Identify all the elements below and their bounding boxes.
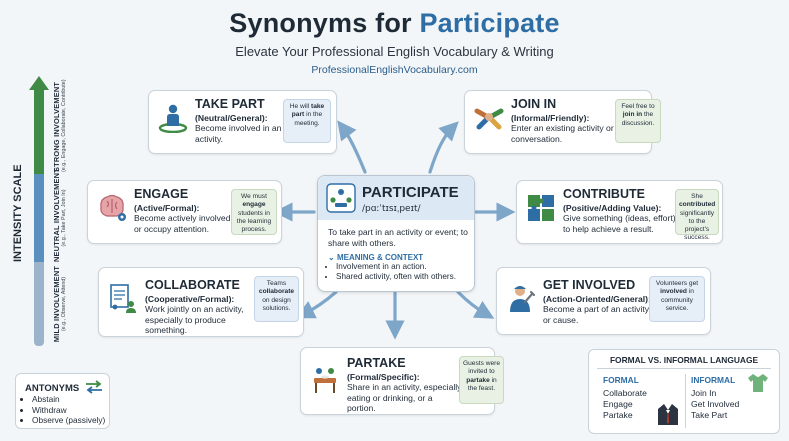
informal-item: Take Part: [691, 410, 728, 420]
take-part-register: (Neutral/General):: [195, 113, 268, 123]
contribute-heading: CONTRIBUTE: [563, 187, 645, 201]
suit-icon: [658, 404, 678, 425]
center-word: PARTICIPATE: [362, 184, 459, 201]
meaning-list: Involvement in an action. Shared activit…: [326, 262, 456, 282]
scale-arrow-icon: [29, 76, 49, 90]
informal-item: Get Involved: [691, 399, 740, 409]
card-contribute: CONTRIBUTE (Positive/Adding Value): Give…: [516, 180, 723, 244]
list-item: Involvement in an action.: [336, 262, 456, 272]
scale-mild-label: MILD INVOLVEMENT (e.g., Observe, Attend): [52, 265, 67, 343]
scale-neutral-segment: [34, 174, 44, 262]
scale-neutral-label: NEUTRAL INVOLVEMENT (e.g., Take Part, Jo…: [52, 168, 67, 262]
contribute-example: She contributed significantly to the pro…: [675, 189, 719, 241]
get-involved-heading: GET INVOLVED: [543, 278, 636, 292]
card-get-involved: GET INVOLVED (Action-Oriented/General): …: [496, 267, 711, 335]
page-title: Synonyms for Participate: [229, 8, 560, 38]
list-item: Abstain: [32, 394, 105, 405]
contribute-definition: Give something (ideas, effort)to help ac…: [563, 213, 676, 234]
puzzle-icon: [528, 195, 554, 221]
formal-label: FORMAL: [603, 375, 639, 385]
swap-arrows-icon: [86, 380, 102, 394]
engage-heading: ENGAGE: [134, 187, 189, 201]
chevron-down-icon: ⌄: [328, 253, 337, 262]
worker-wrench-icon: [510, 286, 536, 312]
join-in-heading: JOIN IN: [511, 97, 557, 111]
collaborate-heading: COLLABORATE: [145, 278, 240, 292]
list-item: Shared activity, often with others.: [336, 272, 456, 282]
brain-gears-icon: [100, 194, 126, 221]
formal-informal-heading: FORMAL VS. INFORMAL LANGUAGE: [609, 355, 759, 365]
site-url: ProfessionalEnglishVocabulary.com: [311, 64, 478, 76]
formal-item: Partake: [603, 410, 633, 420]
informal-item: Join In: [691, 388, 717, 398]
contribute-register: (Positive/Adding Value):: [563, 203, 662, 213]
meaning-context-label: ⌄ MEANING & CONTEXT: [328, 253, 424, 262]
formal-item: Collaborate: [603, 388, 647, 398]
card-partake: PARTAKE (Formal/Specific): Share in an a…: [300, 347, 504, 415]
partake-example: Guests were invited to partake in the fe…: [459, 356, 504, 404]
arrow-to-collaborate: [295, 290, 338, 319]
documents-team-icon: [110, 284, 136, 313]
collaborate-definition: Work jointly on an activity,especially t…: [145, 304, 244, 335]
arrow-to-take-part: [337, 120, 367, 174]
scale-strong-segment: [34, 84, 44, 174]
joined-hands-icon: [474, 108, 504, 130]
divider: [597, 368, 771, 369]
arrow-to-join-in: [428, 121, 459, 174]
center-card-participate: PARTICIPATE /pɑːˈtɪsɪˌpeɪt/ To take part…: [317, 175, 475, 292]
center-definition: To take part in an activity or event; to…: [328, 227, 468, 248]
get-involved-register: (Action-Oriented/General):: [543, 294, 651, 304]
intensity-scale-label: INTENSITY SCALE: [12, 164, 24, 262]
arrow-to-get-involved: [456, 290, 495, 319]
list-item: Withdraw: [32, 405, 105, 416]
partake-register: (Formal/Specific):: [347, 372, 420, 382]
take-part-heading: TAKE PART: [195, 97, 265, 111]
page-subtitle: Elevate Your Professional English Vocabu…: [235, 44, 554, 59]
take-part-example: He will take part in the meeting.: [283, 99, 331, 143]
tshirt-icon: [748, 374, 768, 392]
card-collaborate: COLLABORATE (Cooperative/Formal): Work j…: [98, 267, 304, 337]
divider: [685, 374, 686, 428]
intensity-scale-bar: [34, 84, 44, 346]
collaborate-example: Teams collaborate on design solutions.: [254, 276, 299, 322]
card-take-part: TAKE PART (Neutral/General): Become invo…: [148, 90, 337, 154]
formal-item: Engage: [603, 399, 633, 409]
partake-heading: PARTAKE: [347, 356, 406, 370]
center-pronunciation: /pɑːˈtɪsɪˌpeɪt/: [362, 204, 421, 214]
antonyms-list: Abstain Withdraw Observe (passively): [20, 394, 105, 426]
engage-register: (Active/Formal):: [134, 203, 200, 213]
title-accent: Participate: [419, 8, 560, 38]
join-in-example: Feel free to join in the discussion.: [615, 99, 661, 143]
collaborate-register: (Cooperative/Formal):: [145, 294, 235, 304]
join-in-register: (Informal/Friendly):: [511, 113, 590, 123]
scale-mild-segment: [34, 262, 44, 346]
list-item: Observe (passively): [32, 415, 105, 426]
antonyms-box: ANTONYMS Abstain Withdraw Observe (passi…: [15, 373, 110, 429]
engage-example: We must engage students in the learning …: [231, 189, 277, 235]
card-engage: ENGAGE (Active/Formal): Become actively …: [87, 180, 282, 244]
formal-informal-box: FORMAL VS. INFORMAL LANGUAGE FORMAL Coll…: [588, 349, 780, 434]
meeting-icon: [326, 183, 356, 213]
get-involved-example: Volunteers get involved in community ser…: [649, 276, 705, 322]
antonyms-heading: ANTONYMS: [25, 383, 80, 394]
card-join-in: JOIN IN (Informal/Friendly): Enter an ex…: [464, 90, 661, 154]
informal-label: INFORMAL: [691, 375, 736, 385]
scale-strong-label: STRONG INVOLVEMENT (e.g., Engage, Collab…: [52, 79, 67, 172]
dining-table-icon: [314, 368, 336, 393]
person-target-icon: [158, 104, 188, 133]
